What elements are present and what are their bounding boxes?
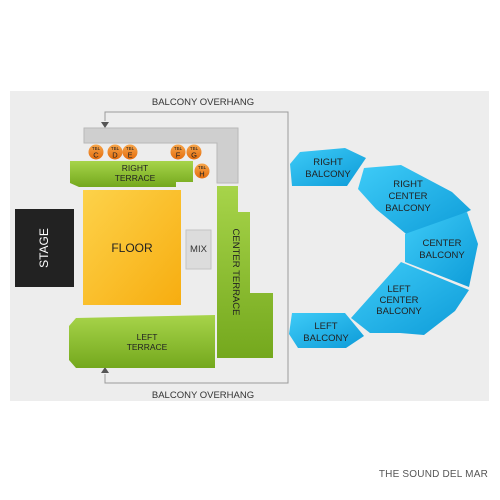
section-left-balcony[interactable]: LEFT BALCONY (289, 313, 364, 348)
right-center-balcony-label-line3: BALCONY (385, 203, 431, 214)
table-e[interactable]: TBL E (122, 144, 138, 160)
table-d-letter: D (112, 151, 118, 160)
overhang-arrow-top (101, 122, 109, 128)
center-balcony-label-line1: CENTER (422, 238, 461, 249)
table-d[interactable]: TBL D (107, 144, 123, 160)
overhang-arrow-bottom (101, 367, 109, 373)
venue-name: THE SOUND DEL MAR (378, 469, 488, 480)
table-c-top: TBL (92, 146, 101, 151)
table-c-letter: C (93, 151, 99, 160)
table-c[interactable]: TBL C (88, 144, 104, 160)
floor-label: FLOOR (111, 241, 153, 255)
left-center-balcony-label-line1: LEFT (387, 284, 410, 295)
table-d-top: TBL (111, 146, 120, 151)
section-left-center-balcony[interactable]: LEFT CENTER BALCONY (351, 262, 469, 335)
mix-label: MIX (190, 244, 208, 255)
table-h[interactable]: TBL H (194, 163, 210, 179)
table-h-top: TBL (198, 165, 207, 170)
right-center-balcony-label-line2: CENTER (388, 191, 427, 202)
section-center-balcony[interactable]: CENTER BALCONY (405, 212, 478, 287)
section-right-balcony[interactable]: RIGHT BALCONY (290, 148, 366, 186)
left-balcony-label-line1: LEFT (314, 321, 337, 332)
table-f[interactable]: TBL F (170, 144, 186, 160)
left-center-balcony-label-line2: CENTER (379, 295, 418, 306)
section-center-terrace[interactable]: CENTER TERRACE (217, 186, 273, 358)
right-center-balcony-label-line1: RIGHT (393, 179, 423, 190)
section-right-center-balcony[interactable]: RIGHT CENTER BALCONY (358, 165, 471, 238)
right-balcony-label-line1: RIGHT (313, 157, 343, 168)
left-center-balcony-label-line3: BALCONY (376, 306, 422, 317)
table-g-top: TBL (190, 146, 199, 151)
balcony-overhang-top-label: BALCONY OVERHANG (152, 97, 254, 108)
right-terrace-label-line2: TERRACE (115, 173, 156, 183)
balcony-overhang-bottom-label: BALCONY OVERHANG (152, 390, 254, 401)
section-stage[interactable]: STAGE (15, 209, 74, 287)
table-e-letter: E (127, 151, 132, 160)
center-balcony-label-line2: BALCONY (419, 250, 465, 261)
balcony-overhang-line (104, 111, 289, 384)
table-f-top: TBL (174, 146, 183, 151)
section-right-terrace[interactable]: RIGHT TERRACE (70, 161, 193, 187)
table-g-letter: G (191, 151, 197, 160)
overhang-structure (83, 127, 239, 184)
right-terrace-label-line1: RIGHT (122, 163, 148, 173)
center-terrace-label: CENTER TERRACE (230, 229, 241, 316)
left-terrace-label-line2: TERRACE (127, 342, 168, 352)
section-left-terrace[interactable]: LEFT TERRACE (69, 315, 215, 368)
section-floor[interactable]: FLOOR (83, 190, 181, 305)
stage-label: STAGE (37, 228, 51, 268)
table-g[interactable]: TBL G (186, 144, 202, 160)
overhang-label-bg-bottom (142, 387, 264, 401)
section-mix: MIX (185, 229, 212, 270)
left-balcony-label-line2: BALCONY (303, 333, 349, 344)
table-h-letter: H (199, 170, 204, 179)
left-terrace-label-line1: LEFT (137, 332, 158, 342)
table-f-letter: F (176, 151, 181, 160)
table-e-top: TBL (126, 146, 135, 151)
right-balcony-label-line2: BALCONY (305, 169, 351, 180)
overhang-label-bg-top (142, 94, 264, 108)
